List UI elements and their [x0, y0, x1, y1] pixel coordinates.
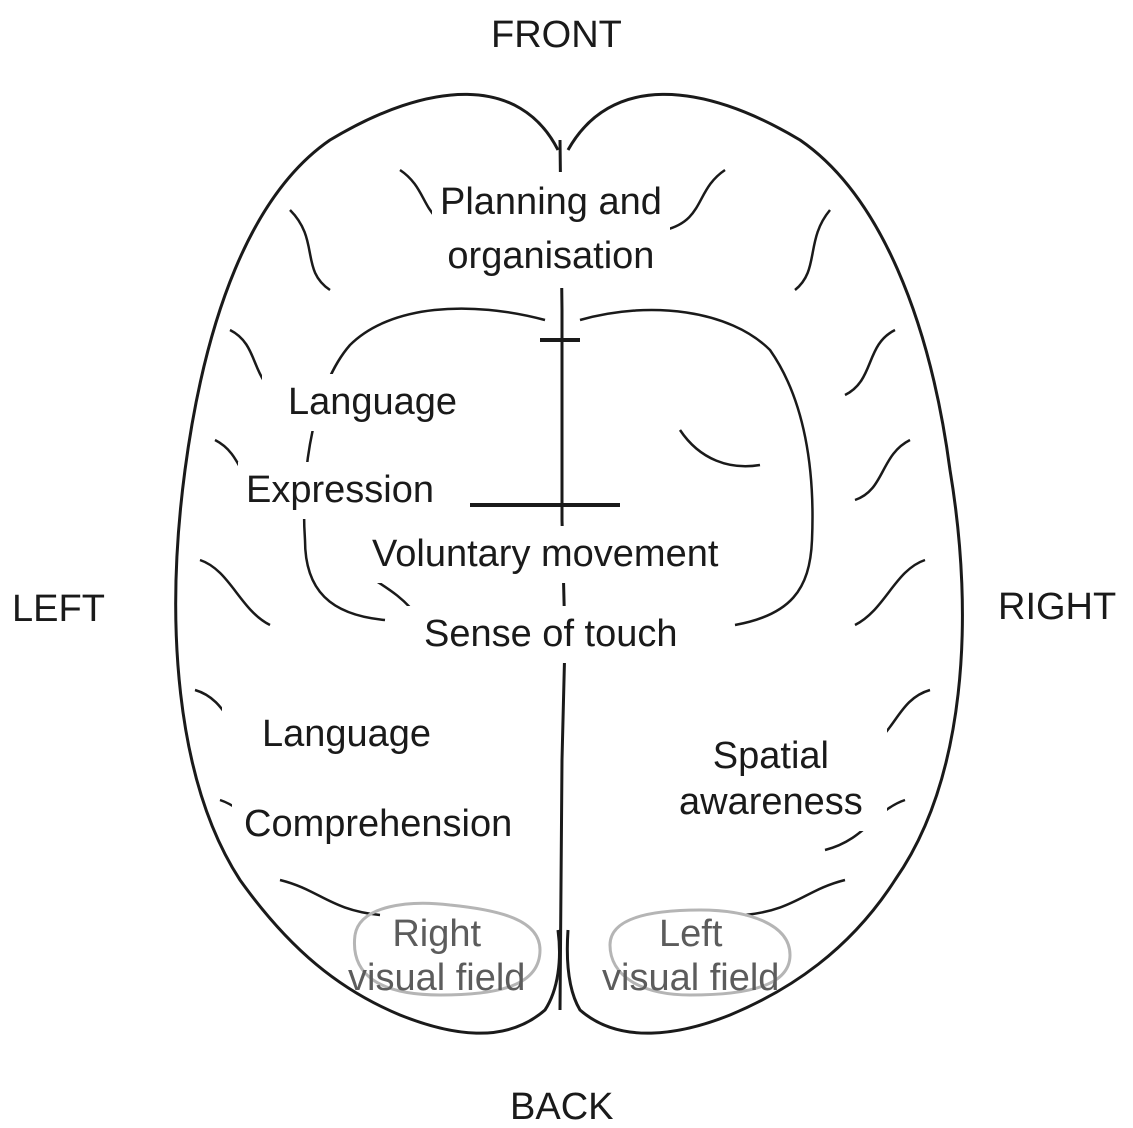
left-label: LEFT — [12, 590, 105, 628]
expression-label: Expression — [238, 462, 448, 519]
left-visual-field-label: Left visual field — [602, 913, 779, 1000]
spatial-line1: Spatial — [679, 734, 863, 780]
voluntary-movement-label: Voluntary movement — [330, 526, 748, 583]
right-visual-line1: Right — [348, 913, 525, 957]
right-visual-line2: visual field — [348, 957, 525, 1001]
spatial-line2: awareness — [679, 780, 863, 826]
front-label: FRONT — [491, 16, 622, 54]
left-visual-line1: Left — [602, 913, 779, 957]
planning-label: Planning and organisation — [432, 172, 670, 288]
language-bottom-label: Language — [222, 706, 467, 763]
right-visual-field-label: Right visual field — [348, 913, 525, 1000]
planning-line2: organisation — [440, 230, 662, 284]
language-top-label: Language — [262, 374, 487, 431]
planning-line1: Planning and — [440, 176, 662, 230]
back-label: BACK — [510, 1088, 613, 1126]
right-label: RIGHT — [998, 588, 1116, 626]
sense-of-touch-label: Sense of touch — [392, 606, 700, 663]
comprehension-label: Comprehension — [232, 796, 532, 853]
left-visual-line2: visual field — [602, 957, 779, 1001]
spatial-awareness-label: Spatial awareness — [655, 728, 887, 831]
